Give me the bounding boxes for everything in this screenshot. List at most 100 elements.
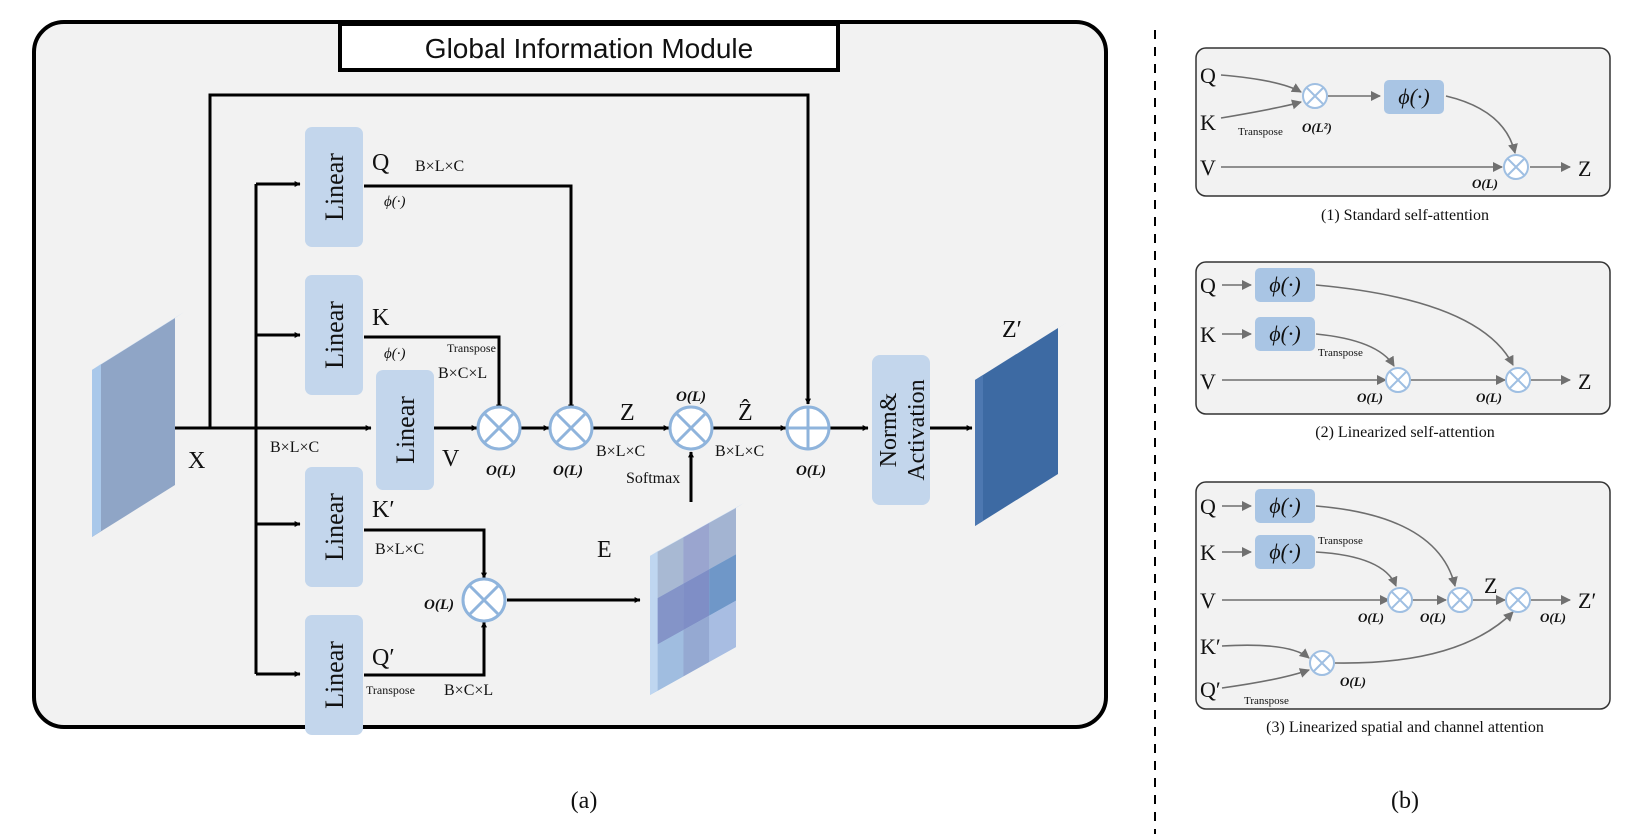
transpose-q-prime: Transpose bbox=[366, 683, 415, 697]
sub3-complexity-1: O(L) bbox=[1358, 610, 1384, 625]
label-k: K bbox=[372, 305, 390, 331]
sub3-phi-k-label: ϕ(·) bbox=[1269, 539, 1301, 564]
sub1-z: Z bbox=[1578, 156, 1591, 181]
transpose-k: Transpose bbox=[447, 341, 496, 355]
linear-label-qp: Linear bbox=[320, 641, 349, 709]
sub2-v: V bbox=[1200, 369, 1216, 394]
label-x: X bbox=[188, 448, 205, 474]
label-e: E bbox=[597, 537, 612, 563]
sub1-complexity-2: O(L) bbox=[1472, 176, 1498, 191]
sub1-q: Q bbox=[1200, 63, 1216, 88]
sub3-z-prime: Z′ bbox=[1578, 588, 1596, 613]
softmax-label: Softmax bbox=[626, 470, 680, 487]
sub3-complexity-2: O(L) bbox=[1420, 610, 1446, 625]
norm-label: Norm& bbox=[876, 392, 902, 467]
caption-b: (b) bbox=[1391, 788, 1419, 814]
linear-label-k: Linear bbox=[320, 301, 349, 369]
sub2-multiply-2 bbox=[1505, 367, 1531, 393]
activation-label: Activation bbox=[904, 379, 930, 480]
complexity-2: O(L) bbox=[553, 463, 583, 479]
sub2-complexity-2: O(L) bbox=[1476, 390, 1502, 405]
sub3-complexity-3: O(L) bbox=[1540, 610, 1566, 625]
multiply-circle-2 bbox=[548, 405, 594, 451]
complexity-4: O(L) bbox=[796, 463, 826, 479]
label-q-prime: Q′ bbox=[372, 645, 395, 671]
sub2-caption: (2) Linearized self-attention bbox=[1315, 424, 1494, 441]
dim-z-hat: B×L×C bbox=[715, 443, 764, 460]
sub2-phi-k-label: ϕ(·) bbox=[1269, 321, 1301, 346]
sub1-frame bbox=[1195, 47, 1611, 197]
sub1-transpose: Transpose bbox=[1238, 126, 1283, 138]
module-title: Global Information Module bbox=[425, 33, 753, 64]
phi-q: ϕ(·) bbox=[384, 194, 406, 210]
linear-label-kp: Linear bbox=[320, 493, 349, 561]
linear-box-k: Linear bbox=[305, 275, 363, 395]
label-z-hat: Ẑ bbox=[738, 400, 753, 426]
sub3-connectors bbox=[1221, 501, 1571, 689]
sub3-qp: Q′ bbox=[1200, 677, 1221, 702]
sub3-z: Z bbox=[1484, 573, 1497, 598]
label-q: Q bbox=[372, 150, 389, 176]
dim-k-prime: B×L×C bbox=[375, 541, 424, 558]
complexity-5: O(L) bbox=[424, 597, 454, 613]
label-v: V bbox=[442, 446, 460, 472]
multiply-circle-4 bbox=[461, 577, 507, 623]
sub2-q: Q bbox=[1200, 273, 1216, 298]
label-z: Z bbox=[620, 400, 635, 426]
sub1-caption: (1) Standard self-attention bbox=[1321, 207, 1489, 224]
dim-q: B×L×C bbox=[415, 158, 464, 175]
sub1-phi-box: ϕ(·) bbox=[1384, 80, 1444, 114]
caption-a: (a) bbox=[571, 788, 598, 814]
sub1-multiply-2 bbox=[1503, 154, 1529, 180]
sub2-multiply-1 bbox=[1385, 367, 1411, 393]
sub3-transpose-1: Transpose bbox=[1318, 535, 1363, 547]
linear-box-v: Linear bbox=[376, 370, 434, 490]
module-title-box bbox=[338, 22, 840, 72]
sub3-phi-q-label: ϕ(·) bbox=[1269, 493, 1301, 518]
sub3-caption: (3) Linearized spatial and channel atten… bbox=[1266, 719, 1544, 736]
sub3-q: Q bbox=[1200, 494, 1216, 519]
dim-z: B×L×C bbox=[596, 443, 645, 460]
linear-box-q: Linear bbox=[305, 127, 363, 247]
sub3-multiply-2 bbox=[1447, 587, 1473, 613]
sub3-kp: K′ bbox=[1200, 634, 1221, 659]
add-circle bbox=[785, 405, 831, 451]
sub3-multiply-4 bbox=[1309, 650, 1335, 676]
label-k-prime: K′ bbox=[372, 497, 395, 523]
output-feature-map bbox=[975, 323, 1066, 526]
linear-box-qp: Linear bbox=[305, 615, 363, 735]
sub1-complexity-1: O(L²) bbox=[1302, 120, 1332, 135]
sub1-v: V bbox=[1200, 155, 1216, 180]
sub2-z: Z bbox=[1578, 369, 1591, 394]
sub3-multiply-1 bbox=[1387, 587, 1413, 613]
complexity-3: O(L) bbox=[676, 389, 706, 405]
sub2-connectors bbox=[1222, 280, 1571, 385]
sub3-phi-q-box: ϕ(·) bbox=[1255, 489, 1315, 523]
sub2-complexity-1: O(L) bbox=[1357, 390, 1383, 405]
input-feature-map bbox=[92, 312, 184, 537]
phi-k: ϕ(·) bbox=[384, 346, 406, 362]
sub2-phi-q-label: ϕ(·) bbox=[1269, 272, 1301, 297]
sub2-phi-k-box: ϕ(·) bbox=[1255, 317, 1315, 351]
sub2-k: K bbox=[1200, 322, 1216, 347]
dim-q-prime: B×C×L bbox=[444, 682, 493, 699]
sub3-transpose-2: Transpose bbox=[1244, 695, 1289, 707]
sub1-connectors bbox=[1220, 74, 1571, 172]
label-z-prime: Z′ bbox=[1002, 317, 1022, 343]
sub3-complexity-4: O(L) bbox=[1340, 674, 1366, 689]
sub3-phi-k-box: ϕ(·) bbox=[1255, 535, 1315, 569]
linear-box-kp: Linear bbox=[305, 467, 363, 587]
sub1-k: K bbox=[1200, 110, 1216, 135]
sub3-v: V bbox=[1200, 588, 1216, 613]
linear-label-q: Linear bbox=[320, 153, 349, 221]
multiply-circle-1 bbox=[476, 405, 522, 451]
sub1-phi-label: ϕ(·) bbox=[1398, 84, 1430, 109]
linear-label-v: Linear bbox=[391, 396, 420, 464]
complexity-1: O(L) bbox=[486, 463, 516, 479]
attention-map-e bbox=[650, 503, 744, 695]
sub2-phi-q-box: ϕ(·) bbox=[1255, 268, 1315, 302]
connector-lines bbox=[175, 93, 973, 677]
sub2-transpose: Transpose bbox=[1318, 347, 1363, 359]
